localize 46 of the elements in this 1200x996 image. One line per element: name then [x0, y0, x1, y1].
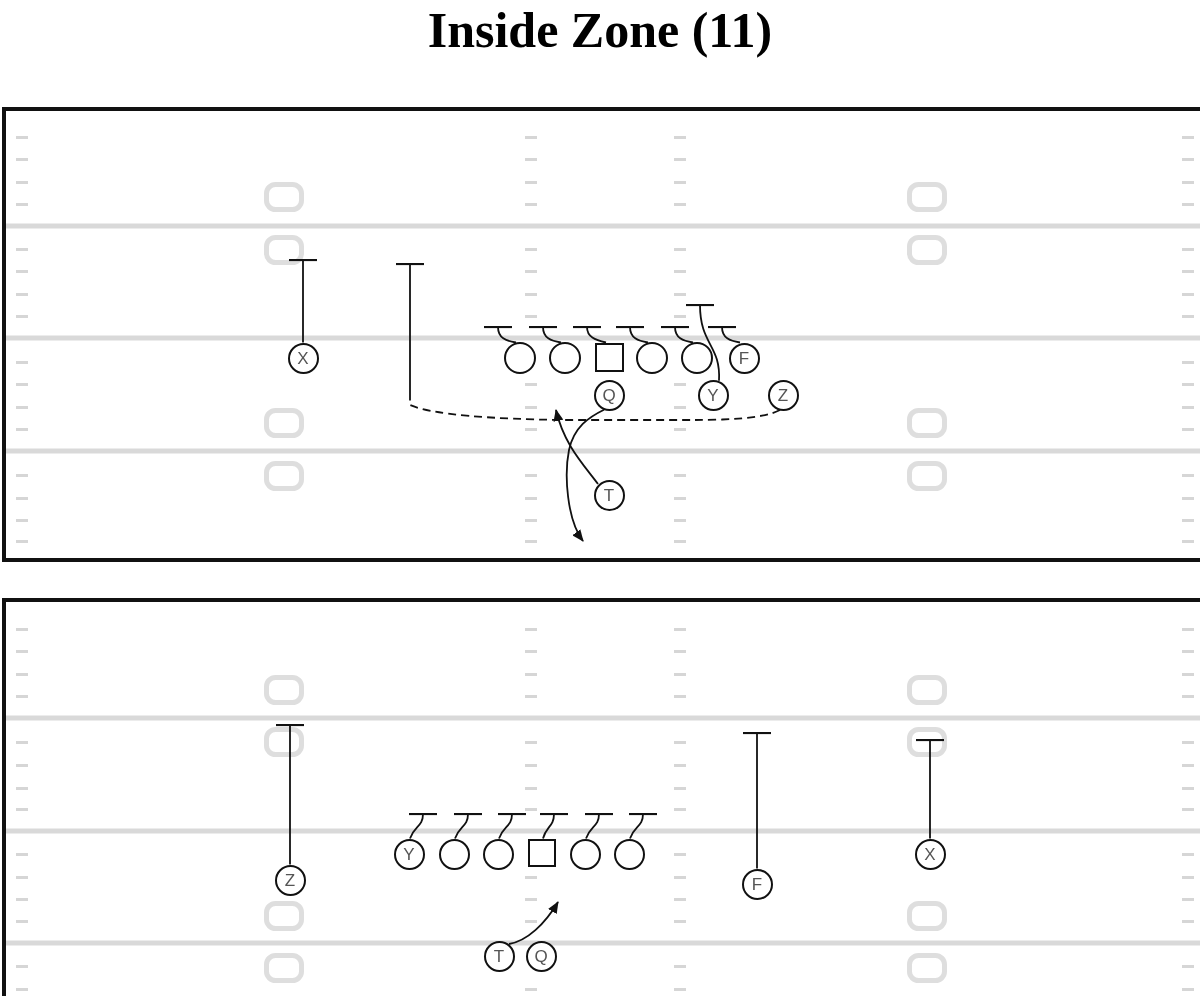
football-field	[2, 107, 1200, 562]
player-symbol: F	[741, 868, 773, 900]
player-symbol: Q	[525, 940, 557, 972]
player-symbol: X	[914, 838, 946, 870]
title: Inside Zone (11)	[427, 1, 773, 60]
block-route	[571, 324, 607, 344]
block-route	[914, 738, 946, 840]
lineman-symbol	[504, 342, 536, 374]
player-symbol: T	[593, 479, 625, 511]
route-arrow	[554, 409, 599, 485]
motion-route	[394, 262, 781, 421]
block-route	[527, 325, 562, 344]
center-symbol	[594, 342, 624, 372]
center-symbol	[528, 838, 556, 867]
block-route	[659, 325, 694, 344]
player-symbol: Y	[393, 838, 425, 870]
lineman-symbol	[613, 838, 645, 870]
block-route	[482, 325, 517, 344]
block-route	[538, 812, 570, 840]
player-symbol: Q	[593, 379, 625, 411]
route-arrow	[508, 901, 559, 945]
block-route	[614, 325, 649, 344]
player-symbol: F	[728, 342, 760, 374]
block-route	[684, 303, 720, 382]
block-route	[407, 812, 439, 840]
block-route	[741, 731, 773, 870]
lineman-symbol	[482, 838, 514, 870]
lineman-symbol	[681, 342, 713, 374]
football-field	[2, 598, 1200, 996]
lineman-symbol	[549, 342, 581, 374]
block-route	[274, 723, 306, 866]
block-route	[706, 325, 741, 344]
player-symbol: X	[287, 342, 319, 374]
block-route	[583, 812, 615, 840]
player-symbol: Z	[767, 379, 799, 411]
lineman-symbol	[569, 838, 601, 870]
block-route	[496, 812, 528, 840]
lineman-symbol	[438, 838, 470, 870]
player-symbol: Y	[697, 379, 729, 411]
route-arrow	[565, 408, 605, 542]
player-symbol: T	[483, 940, 515, 972]
block-route	[452, 812, 484, 840]
lineman-symbol	[636, 342, 668, 374]
block-route	[287, 258, 319, 344]
block-route	[627, 812, 659, 840]
player-symbol: Z	[274, 864, 306, 896]
